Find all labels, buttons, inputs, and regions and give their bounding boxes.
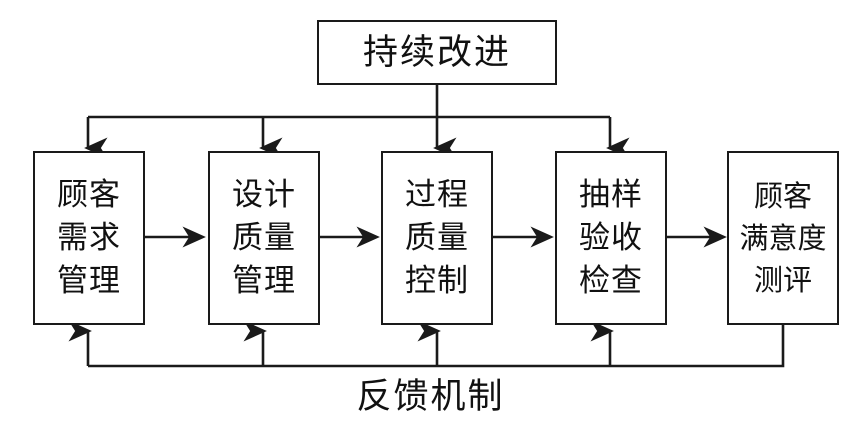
node-label-line: 检查 — [579, 262, 643, 299]
node-label-line: 需求 — [57, 219, 121, 256]
node-label-line: 质量 — [232, 219, 296, 256]
node-customer-satisfaction-evaluation[interactable]: 顾客 满意度 测评 — [727, 151, 839, 325]
node-label-line: 顾客 — [753, 179, 812, 213]
node-label-line: 管理 — [57, 262, 121, 299]
node-label-line: 过程 — [405, 176, 469, 213]
node-sampling-acceptance-inspection[interactable]: 抽样 验收 检查 — [555, 151, 667, 325]
node-label-line: 抽样 — [579, 176, 643, 213]
node-label-line: 管理 — [232, 262, 296, 299]
node-design-quality-management[interactable]: 设计 质量 管理 — [208, 151, 320, 325]
node-label-line: 设计 — [232, 176, 296, 213]
node-label-line: 顾客 — [57, 176, 121, 213]
node-label-line: 满意度 — [739, 221, 827, 255]
node-label-line: 持续改进 — [362, 32, 511, 73]
node-label-line: 验收 — [579, 219, 643, 256]
feedback-mechanism-label: 反馈机制 — [356, 377, 505, 417]
node-label-line: 控制 — [405, 262, 469, 299]
node-continuous-improvement[interactable]: 持续改进 — [317, 20, 557, 85]
node-label-line: 测评 — [753, 263, 812, 297]
node-process-quality-control[interactable]: 过程 质量 控制 — [381, 151, 493, 325]
node-label-line: 质量 — [405, 219, 469, 256]
connector-feedback-bus — [88, 325, 785, 368]
node-customer-requirement-management[interactable]: 顾客 需求 管理 — [33, 151, 145, 325]
